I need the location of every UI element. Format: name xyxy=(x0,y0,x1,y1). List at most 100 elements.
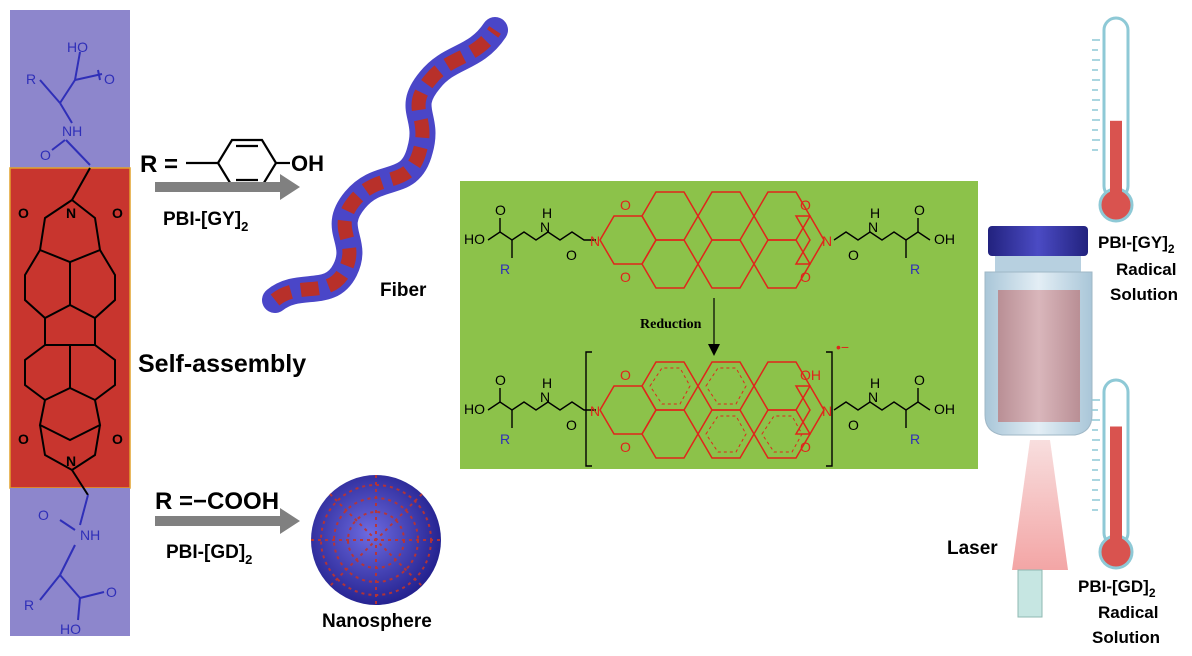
top-r-right: R xyxy=(910,261,920,277)
top-r-left: R xyxy=(500,261,510,277)
left-molecule-panel: HO O R NH O O N O O N O xyxy=(9,10,131,637)
top-route: R = OH PBI-[GY]2 Fiber xyxy=(140,17,508,313)
top-peptide-atoms: HO O R NH O xyxy=(26,39,115,163)
vial-icon xyxy=(984,226,1093,436)
pbi-gy2-sub: 2 xyxy=(241,219,248,234)
phenol-ring xyxy=(186,138,290,188)
thermo-bottom-name: PBI-[GD]2 xyxy=(1078,577,1156,600)
thermometer-top-fill xyxy=(1110,120,1122,200)
bot-r-right: R xyxy=(910,431,920,447)
bottom-route: R =−COOH PBI-[GD]2 Nanosphere xyxy=(155,475,441,632)
radical-molecule: O HO N H O N H O OH R O R O N O OH N O xyxy=(464,339,955,467)
peptide-bottom-panel xyxy=(10,488,130,636)
atom-o-2: O xyxy=(112,205,123,221)
atom-o-3: O xyxy=(18,431,29,447)
pbi-core-bonds xyxy=(24,167,116,496)
fiber-label: Fiber xyxy=(380,280,427,301)
bot-pbi-n-2: N xyxy=(822,403,832,419)
pbi-gd2-sub: 2 xyxy=(245,552,252,567)
oh-group: OH xyxy=(291,151,324,176)
nanosphere-icon xyxy=(311,475,441,605)
top-o-right-1: O xyxy=(914,202,925,218)
thermometer-icon xyxy=(1092,378,1134,570)
atom-o-bottom-right: O xyxy=(106,584,117,600)
thermo-top-name-main: PBI-[GY] xyxy=(1098,233,1168,252)
atom-r-bottom: R xyxy=(24,597,34,613)
pbi-core-panel xyxy=(9,167,131,489)
top-o-1: O xyxy=(495,202,506,218)
thermometer-top: PBI-[GY]2 Radical Solution xyxy=(1092,16,1178,304)
atom-nh-bottom: NH xyxy=(80,527,100,543)
top-pbi-o-4: O xyxy=(800,269,811,285)
top-ho: HO xyxy=(464,231,485,247)
top-pbi-o-3: O xyxy=(800,197,811,213)
atom-o-bottom-left: O xyxy=(38,507,49,523)
thermo-bottom-name-main: PBI-[GD] xyxy=(1078,577,1149,596)
atom-nh-top: NH xyxy=(62,123,82,139)
top-o-2: O xyxy=(566,247,577,263)
thermo-top-line3: Solution xyxy=(1110,285,1178,304)
atom-ho-bottom: HO xyxy=(60,621,81,637)
top-pbi-n-2: N xyxy=(822,233,832,249)
thermo-bottom-line3: Solution xyxy=(1092,628,1160,647)
pbi-gd2-label: PBI-[GD]2 xyxy=(166,542,252,567)
fiber-helix-icon xyxy=(262,17,508,313)
bot-pbi-oh: OH xyxy=(800,367,821,383)
bot-pbi-o-1: O xyxy=(620,367,631,383)
reduction-label: Reduction xyxy=(640,317,702,332)
atom-ho-top: HO xyxy=(67,39,88,55)
top-n-1: N xyxy=(540,219,550,235)
thermo-bottom-name-sub: 2 xyxy=(1149,586,1156,600)
bottom-peptide-bonds xyxy=(39,494,105,621)
atom-n-2: N xyxy=(66,453,76,469)
top-pbi-o-1: O xyxy=(620,197,631,213)
bot-o-1: O xyxy=(495,372,506,388)
thermometer-bottom-fill xyxy=(1110,426,1122,548)
bot-n-1: N xyxy=(540,389,550,405)
top-h-1: H xyxy=(542,205,552,221)
nanosphere-label: Nanosphere xyxy=(322,611,432,632)
pbi-core-atoms: O N O O N O xyxy=(18,205,123,469)
pbi-gd2-main: PBI-[GD] xyxy=(166,542,245,563)
thermo-top-name-sub: 2 xyxy=(1168,242,1175,256)
bot-o-right-2: O xyxy=(848,417,859,433)
arrow-to-fiber xyxy=(155,174,300,200)
bot-o-right-1: O xyxy=(914,372,925,388)
pbi-gy2-label: PBI-[GY]2 xyxy=(163,209,248,234)
bot-pbi-o-2: O xyxy=(620,439,631,455)
bot-ho: HO xyxy=(464,401,485,417)
atom-o-1: O xyxy=(18,205,29,221)
arrow-to-nanosphere xyxy=(155,508,300,534)
bot-h-right: H xyxy=(870,375,880,391)
atom-o-top-left: O xyxy=(40,147,51,163)
top-o-right-2: O xyxy=(848,247,859,263)
bot-pbi-n-1: N xyxy=(590,403,600,419)
top-h-right: H xyxy=(870,205,880,221)
pbi-gy2-main: PBI-[GY] xyxy=(163,209,241,230)
green-panel-bg xyxy=(460,181,978,469)
laser-label: Laser xyxy=(947,538,998,559)
bot-h-1: H xyxy=(542,375,552,391)
right-side: Laser PBI-[GY]2 Radical Soluti xyxy=(947,16,1178,647)
r-cooh-label: R =−COOH xyxy=(155,488,279,515)
thermo-top-line2: Radical xyxy=(1116,260,1176,279)
bot-n-right: N xyxy=(868,389,878,405)
bot-o-2: O xyxy=(566,417,577,433)
thermometer-icon xyxy=(1092,16,1134,223)
atom-o-top-right: O xyxy=(104,71,115,87)
r-equals-top: R = xyxy=(140,151,178,178)
laser-beam xyxy=(1012,440,1068,570)
atom-n-1: N xyxy=(66,205,76,221)
bot-pbi-o-4: O xyxy=(800,439,811,455)
bot-r-left: R xyxy=(500,431,510,447)
bot-oh: OH xyxy=(934,401,955,417)
laser-emitter xyxy=(1017,569,1043,618)
top-oh: OH xyxy=(934,231,955,247)
bottom-peptide-atoms: O NH R O HO xyxy=(24,507,117,637)
thermometer-bottom: PBI-[GD]2 Radical Solution xyxy=(1078,378,1160,647)
top-pbi-n-1: N xyxy=(590,233,600,249)
neutral-molecule: O HO N H O N H O OH R O R O N O O N O xyxy=(464,191,955,289)
top-pbi-o-2: O xyxy=(620,269,631,285)
thermo-top-name: PBI-[GY]2 xyxy=(1098,233,1175,256)
